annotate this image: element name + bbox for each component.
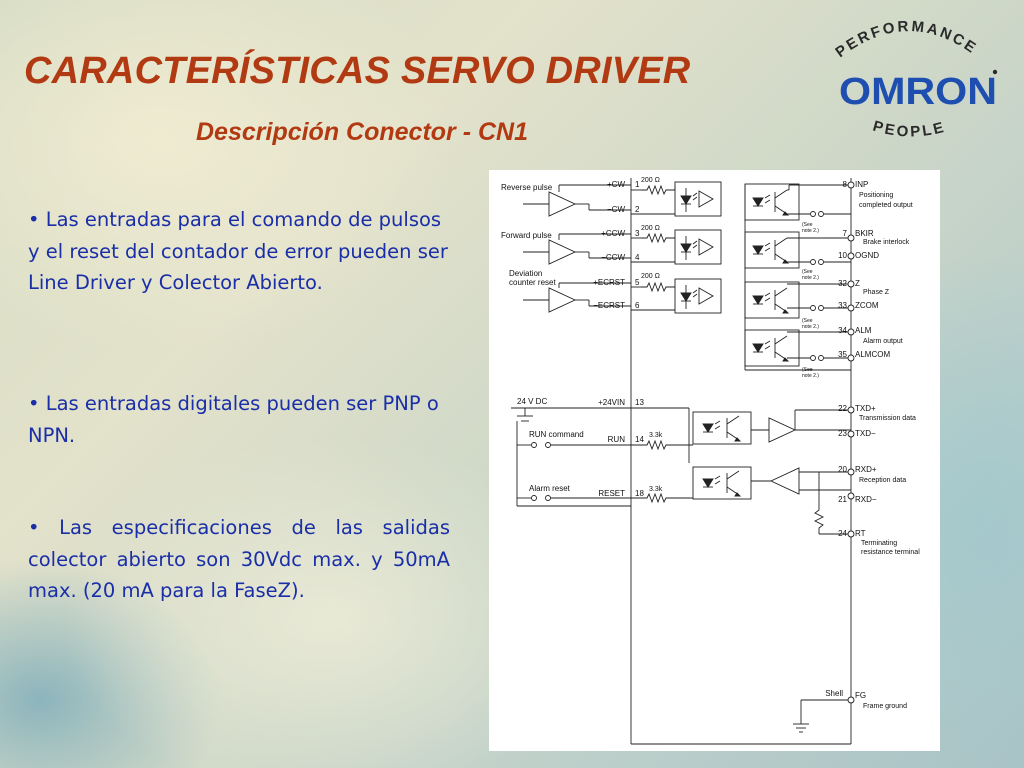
- note-see: (See: [802, 222, 813, 228]
- signal-inp: INP: [855, 180, 868, 189]
- desc-phase-z: Phase Z: [863, 289, 890, 296]
- pin-8: 8: [843, 180, 848, 189]
- note-see: (See: [802, 269, 813, 275]
- amp-icon: [548, 191, 576, 217]
- omron-logo: PERFORMANCE OMRON PEOPLE: [822, 12, 1012, 152]
- optocoupler-icon: [674, 229, 722, 265]
- optocoupler-output-icon: [744, 183, 800, 221]
- amp-icon: [548, 287, 576, 313]
- optocoupler-icon: [692, 411, 752, 445]
- signal-cw-plus: +CW: [607, 180, 625, 189]
- pin-22: 22: [838, 404, 847, 413]
- signal-ecrst-minus: −ECRST: [593, 301, 625, 310]
- signal-fg: FG: [855, 691, 866, 700]
- resistor-label-200: 200 Ω: [641, 273, 660, 280]
- signal-ecrst-plus: +ECRST: [593, 278, 625, 287]
- pin-14: 14: [635, 435, 644, 444]
- note-2: note 2.): [802, 275, 819, 281]
- signal-almcom: ALMCOM: [855, 350, 890, 359]
- note-2: note 2.): [802, 228, 819, 234]
- pin-13: 13: [635, 398, 644, 407]
- signal-rxd-minus: RXD−: [855, 495, 877, 504]
- signal-24vin: +24VIN: [598, 398, 625, 407]
- slide-title: CARACTERÍSTICAS SERVO DRIVER: [24, 50, 691, 92]
- pin-21: 21: [838, 495, 847, 504]
- pin-6: 6: [635, 301, 640, 310]
- label-counter-reset: counter reset: [509, 278, 556, 287]
- pin-24: 24: [838, 529, 847, 538]
- signal-ognd: OGND: [855, 251, 879, 260]
- slide-subtitle: Descripción Conector - CN1: [196, 118, 529, 146]
- desc-alarm-output: Alarm output: [863, 338, 903, 345]
- label-alarm-reset: Alarm reset: [529, 484, 571, 493]
- svg-text:PEOPLE: PEOPLE: [871, 118, 948, 141]
- signal-alm: ALM: [855, 326, 872, 335]
- desc-brake-interlock: Brake interlock: [863, 239, 910, 246]
- logo-brand-text: OMRON: [839, 71, 997, 113]
- pin-18: 18: [635, 489, 644, 498]
- signal-bkir: BKIR: [855, 229, 874, 238]
- pin-5: 5: [635, 278, 640, 287]
- bullet-item-2: • Las entradas digitales pueden ser PNP …: [28, 392, 439, 447]
- signal-cw-minus: −CW: [607, 205, 625, 214]
- desc-reception-data: Reception data: [859, 477, 906, 484]
- desc-completed-output: completed output: [859, 202, 913, 209]
- resistor-label-200: 200 Ω: [641, 177, 660, 184]
- signal-reset: RESET: [598, 489, 625, 498]
- pin-1: 1: [635, 180, 640, 189]
- signal-ccw-plus: +CCW: [601, 229, 625, 238]
- desc-transmission-data: Transmission data: [859, 415, 916, 422]
- tx-driver-icon: [768, 417, 797, 443]
- amp-icon: [548, 239, 576, 265]
- pin-32: 32: [838, 279, 847, 288]
- desc-frame-ground: Frame ground: [863, 703, 907, 710]
- signal-run: RUN: [608, 435, 626, 444]
- pin-3: 3: [635, 229, 640, 238]
- desc-resistance-terminal: resistance terminal: [861, 549, 920, 556]
- pin-7: 7: [843, 229, 848, 238]
- resistor-label-200: 200 Ω: [641, 225, 660, 232]
- signal-zcom: ZCOM: [855, 301, 879, 310]
- optocoupler-output-icon: [744, 329, 800, 367]
- label-forward-pulse: Forward pulse: [501, 231, 552, 240]
- pin-2: 2: [635, 205, 640, 214]
- rx-receiver-icon: [769, 467, 800, 495]
- signal-z: Z: [855, 279, 860, 288]
- svg-text:PERFORMANCE: PERFORMANCE: [832, 18, 980, 61]
- signal-ccw-minus: −CCW: [601, 253, 625, 262]
- pin-33: 33: [838, 301, 847, 310]
- desc-positioning: Positioning: [859, 192, 893, 199]
- pin-23: 23: [838, 429, 847, 438]
- logo-arc-bottom-text: PEOPLE: [871, 118, 945, 141]
- signal-rxd-plus: RXD+: [855, 465, 877, 474]
- optocoupler-icon: [674, 181, 722, 217]
- cn1-connector-diagram: Reverse pulse +CW −CW 1 2 200 Ω Forward …: [489, 170, 940, 751]
- bullet-item-3: • Las especificaciones de las salidas co…: [28, 516, 450, 602]
- signal-txd-plus: TXD+: [855, 404, 876, 413]
- optocoupler-output-icon: [744, 231, 800, 269]
- optocoupler-icon: [692, 466, 752, 500]
- label-reverse-pulse: Reverse pulse: [501, 183, 553, 192]
- label-24vdc: 24 V DC: [517, 397, 547, 406]
- signal-rt: RT: [855, 529, 866, 538]
- pin-10: 10: [838, 251, 847, 260]
- logo-arc-top-text: PERFORMANCE: [832, 18, 978, 61]
- pin-34: 34: [838, 326, 847, 335]
- desc-terminating: Terminating: [861, 540, 897, 547]
- resistor-label-3k3: 3.3k: [649, 486, 663, 493]
- signal-txd-minus: TXD−: [855, 429, 876, 438]
- note-2: note 2.): [802, 324, 819, 330]
- label-run-command: RUN command: [529, 430, 584, 439]
- note-see: (See: [802, 318, 813, 324]
- resistor-label-3k3: 3.3k: [649, 432, 663, 439]
- optocoupler-icon: [674, 278, 722, 314]
- bullet-item-1: • Las entradas para el comando de pulsos…: [28, 208, 448, 294]
- label-deviation: Deviation: [509, 269, 542, 278]
- note-2: note 2.): [802, 373, 819, 379]
- pin-20: 20: [838, 465, 847, 474]
- optocoupler-output-icon: [744, 281, 800, 319]
- pin-35: 35: [838, 350, 847, 359]
- label-shell: Shell: [825, 689, 843, 698]
- pin-4: 4: [635, 253, 640, 262]
